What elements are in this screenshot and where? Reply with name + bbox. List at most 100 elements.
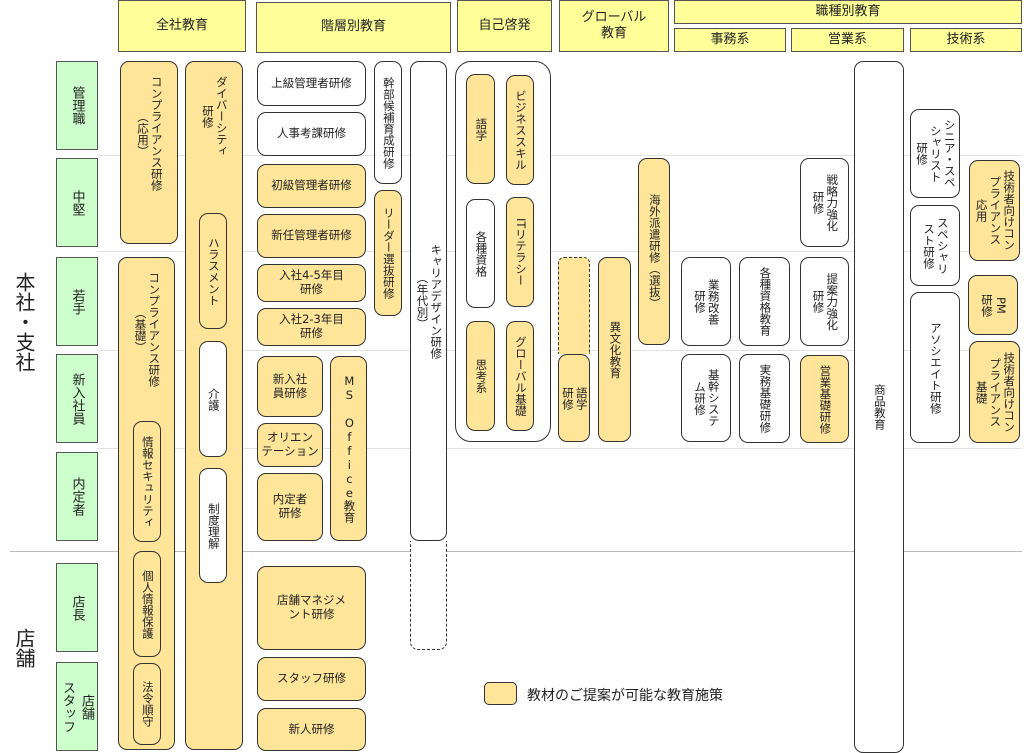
training-thinking: 思考系 <box>466 321 495 431</box>
section-store: 店舗 <box>12 628 36 668</box>
training-orientation: オリエン テーション <box>257 423 323 467</box>
row-prospective: 内定者 <box>56 452 98 541</box>
training-privacy-label: 個人情報保護 <box>140 569 155 639</box>
training-store-mgmt-label: 店舗マネジメ ント研修 <box>277 593 346 621</box>
training-care: 介護 <box>199 341 227 457</box>
training-language-label: 語学 <box>474 117 489 141</box>
row-divider <box>97 251 1022 252</box>
training-proposal: 提案力強化 研修 <box>800 257 849 346</box>
header-job-type-label: 職種別教育 <box>815 3 881 19</box>
training-evaluation: 人事考課研修 <box>257 112 366 156</box>
row-store-manager: 店長 <box>56 563 98 652</box>
training-product-label: 商品教育 <box>872 384 887 430</box>
training-info-security: 情報セキュリティ <box>133 421 161 542</box>
training-strategy-label: 戦略力強化 研修 <box>811 173 840 232</box>
training-language: 語学 <box>466 74 495 184</box>
training-system: 制度理解 <box>199 468 227 583</box>
training-year23-label: 入社2-3年目 研修 <box>279 312 344 340</box>
training-sales-basic-label: 営業基礎研修 <box>818 364 833 434</box>
career-design-store-extension <box>410 541 447 650</box>
training-exec-candidate: 幹部候補育成研修 <box>374 61 402 184</box>
training-privacy: 個人情報保護 <box>133 551 161 657</box>
row-store-manager-label: 店長 <box>69 594 85 621</box>
header-job-type: 職種別教育 <box>674 0 1022 24</box>
global-language-extension <box>558 257 590 354</box>
training-strategy: 戦略力強化 研修 <box>800 158 849 247</box>
training-leader: リーダー選抜研修 <box>374 190 402 316</box>
training-senior-specialist: シニア・スペ シャリスト 研修 <box>910 109 960 198</box>
training-business-skill-label: ビジネススキル <box>513 89 528 171</box>
header-hierarchical: 階層別教育 <box>256 2 451 53</box>
training-system-label: 制度理解 <box>206 502 221 549</box>
training-diversity-label: ダイバーシティ 研修 <box>201 76 229 157</box>
training-pm: PM 研修 <box>968 275 1018 335</box>
header-sales-label: 営業系 <box>827 31 867 47</box>
training-thinking-label: 思考系 <box>474 358 489 394</box>
training-comp-basic-label: コンプライアンス研修 （基礎） <box>133 272 162 387</box>
training-tech-comp-applied: 技術者向けコン プライアンス 応用 <box>969 160 1020 261</box>
training-ms-office-label: MS Office教育 <box>342 374 357 523</box>
row-management: 管理職 <box>56 61 98 150</box>
training-sales-basic: 営業基礎研修 <box>800 355 849 443</box>
training-junior-mgr: 初級管理者研修 <box>257 164 366 208</box>
row-divider <box>97 448 1022 449</box>
training-store-mgmt: 店舗マネジメ ント研修 <box>257 566 366 650</box>
training-orientation-label: オリエン テーション <box>261 430 319 458</box>
training-core-system: 基幹システ ム研修 <box>681 354 731 442</box>
section-divider <box>10 551 1022 552</box>
legend-label: 教材のご提案が可能な教育施策 <box>527 688 723 704</box>
training-qual-edu: 各種資格教育 <box>739 257 790 346</box>
row-store-staff: 店舗 スタッフ <box>56 662 98 751</box>
training-senior-specialist-label: シニア・スペ シャリスト 研修 <box>915 119 957 188</box>
row-store-staff-label: 店舗 スタッフ <box>60 680 94 733</box>
training-exec-candidate-label: 幹部候補育成研修 <box>381 76 396 169</box>
row-new-employee: 新入社員 <box>56 354 98 443</box>
training-work-improve: 業務改善 研修 <box>681 257 731 346</box>
header-global: グローバル 教育 <box>559 0 669 52</box>
header-clerical: 事務系 <box>674 28 786 52</box>
training-proposal-label: 提案力強化 研修 <box>811 272 840 331</box>
training-senior-mgr-label: 上級管理者研修 <box>271 75 352 90</box>
training-newhire: 新入社 員研修 <box>257 356 323 417</box>
training-language-training: 語学 研修 <box>558 354 590 442</box>
training-pm-label: PM 研修 <box>980 293 1008 317</box>
training-practical: 実務基礎研修 <box>739 354 790 443</box>
training-senior-mgr: 上級管理者研修 <box>257 61 366 106</box>
training-care-label: 介護 <box>206 387 221 411</box>
training-comp-applied: コンプライアンス研修 （応用） <box>120 61 178 244</box>
header-company-wide: 全社教育 <box>118 0 246 52</box>
training-harassment-label: ハラスメント <box>206 236 221 306</box>
training-harassment: ハラスメント <box>199 213 227 329</box>
row-new-employee-label: 新入社員 <box>69 372 85 425</box>
row-management-label: 管理職 <box>69 86 85 125</box>
header-sales: 営業系 <box>791 28 904 52</box>
training-year45: 入社4-5年目 研修 <box>257 264 366 302</box>
training-prospective-training: 内定者 研修 <box>257 473 323 541</box>
training-overseas: 海外派遣研修（選抜） <box>638 158 670 345</box>
training-leader-label: リーダー選抜研修 <box>381 207 396 299</box>
training-specialist: スペシャリ スト研修 <box>910 205 960 286</box>
training-career: キャリアデザイン研修 （年代別） <box>410 61 447 541</box>
row-mid-level-label: 中堅 <box>69 189 85 216</box>
training-new-mgr: 新任管理者研修 <box>257 214 366 258</box>
row-young-label: 若手 <box>69 288 85 315</box>
training-staff-label: スタッフ研修 <box>277 671 346 686</box>
training-law-label: 法令順守 <box>140 681 155 727</box>
training-new-mgr-label: 新任管理者研修 <box>271 228 352 243</box>
header-company-wide-label: 全社教育 <box>155 17 208 33</box>
row-divider <box>97 155 1022 156</box>
training-qualifications: 各種資格 <box>466 199 495 308</box>
training-specialist-label: スペシャリ スト研修 <box>922 216 950 275</box>
training-intercultural: 異文化教育 <box>598 257 631 442</box>
training-ms-office: MS Office教育 <box>330 356 367 541</box>
header-technical-label: 技術系 <box>946 31 986 47</box>
training-product: 商品教育 <box>854 61 904 753</box>
legend-swatch <box>484 682 517 705</box>
training-tech-comp-basic-label: 技術者向けコン プライアンス 基礎 <box>974 351 1017 433</box>
training-it-literacy: ITリテラシー <box>506 197 534 307</box>
training-tech-comp-basic: 技術者向けコン プライアンス 基礎 <box>969 341 1020 443</box>
training-core-system-label: 基幹システ ム研修 <box>693 369 721 427</box>
training-prospective-training-label: 内定者 研修 <box>272 492 308 520</box>
training-language-training-label: 語学 研修 <box>561 386 589 410</box>
training-it-literacy-label: ITリテラシー <box>513 218 528 286</box>
